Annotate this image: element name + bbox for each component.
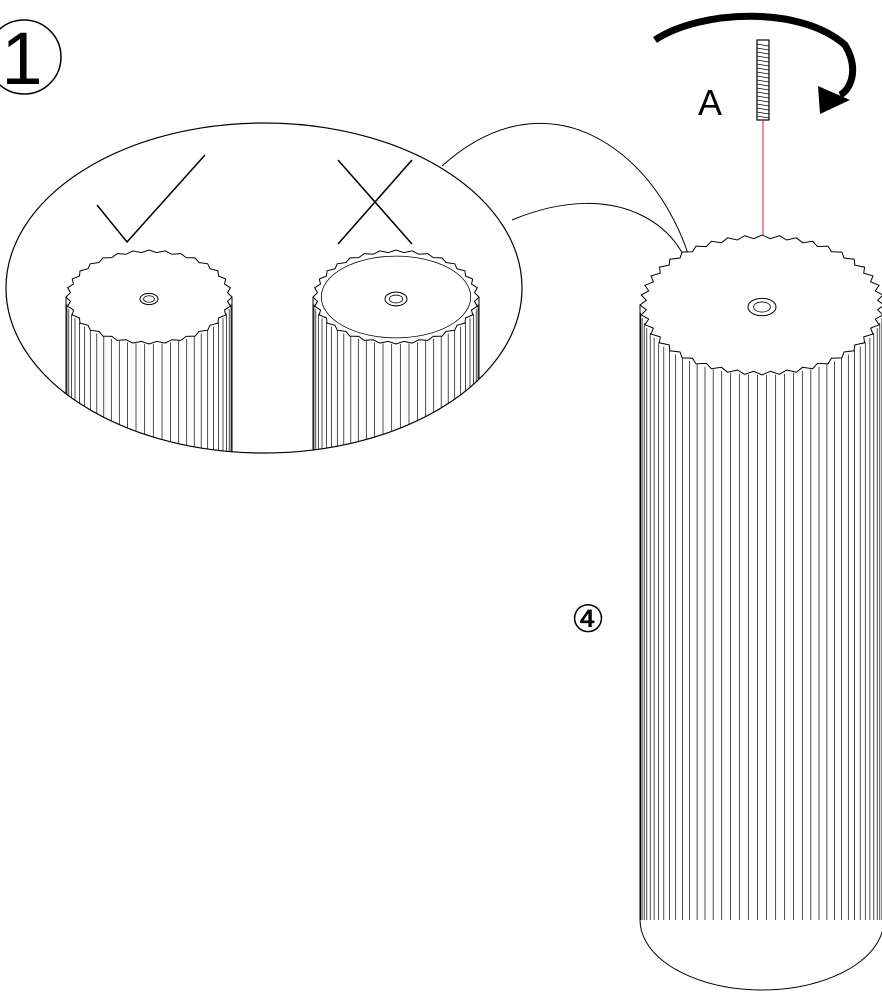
fastener-a: A	[653, 12, 857, 302]
detail-callout	[5, 122, 699, 454]
check-mark-icon	[96, 154, 206, 244]
x-mark-icon	[337, 159, 413, 245]
step-number: 1	[1, 17, 42, 100]
step-marker: 1	[0, 17, 62, 100]
fastener-label: A	[698, 82, 722, 123]
part-label: ④	[571, 599, 605, 641]
callout-leader	[441, 122, 699, 297]
fluted-column	[639, 234, 882, 991]
incorrect-column-top	[312, 249, 480, 453]
rotate-arrow-icon	[818, 86, 850, 114]
